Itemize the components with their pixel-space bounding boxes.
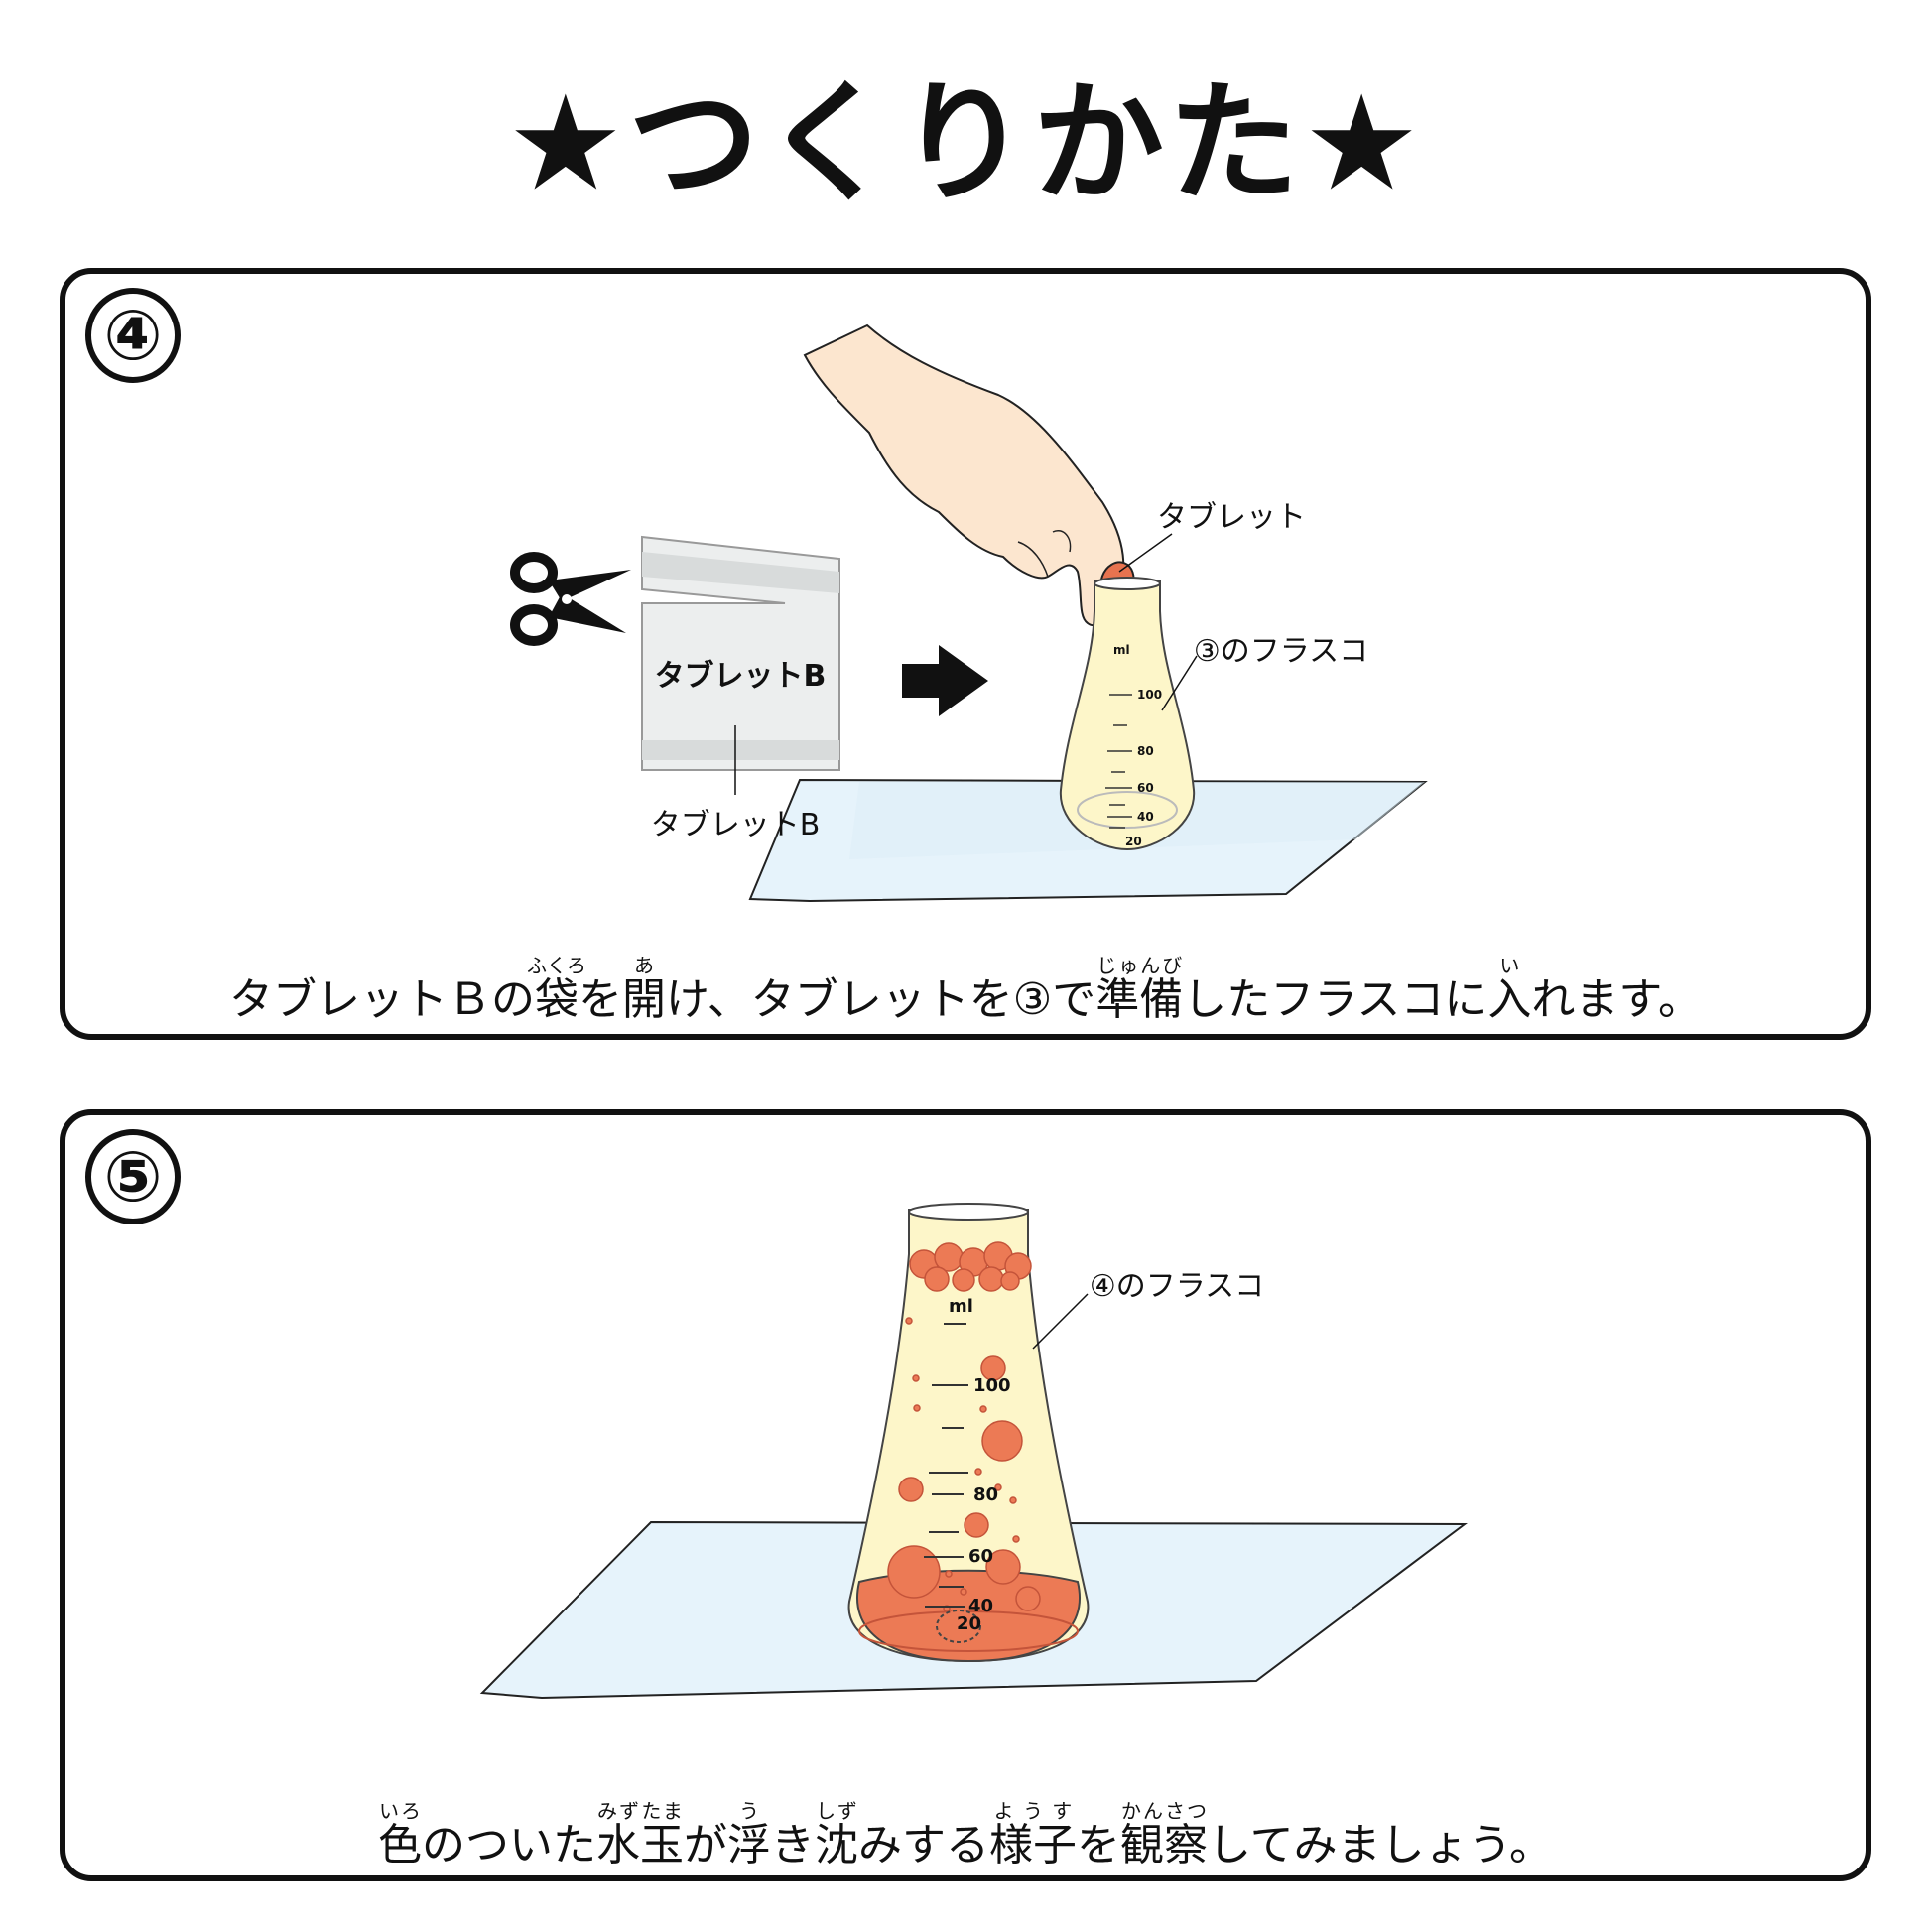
flask-tick: 80: [1137, 744, 1154, 758]
flask-callout: ③のフラスコ: [1194, 634, 1368, 669]
flask-tick: 60: [968, 1546, 993, 1567]
tablet-callout: タブレット: [1157, 500, 1306, 535]
step-4-illustration: タブレットB タブレットB タブレット ml 100 80: [510, 323, 1428, 903]
flask-tick: 80: [973, 1484, 998, 1505]
flask-callout: ④のフラスコ: [1090, 1269, 1264, 1304]
flask-tick: 20: [957, 1613, 981, 1634]
scissors-icon: [510, 552, 631, 646]
step-4-number: ④: [85, 288, 181, 383]
foam: [909, 1241, 1032, 1292]
flask-tick: 100: [1137, 688, 1162, 702]
bubbles: [887, 1317, 1041, 1612]
step-5-number: ⑤: [85, 1129, 181, 1224]
step-4-panel: ④ タブレットB タブレットB: [60, 268, 1871, 1040]
flask-tick: 100: [973, 1375, 1011, 1396]
page-title: ★つくりかた★: [506, 67, 1425, 220]
flask-tick: 40: [1137, 810, 1154, 824]
hand: [803, 323, 1125, 626]
flask-tick: 20: [1125, 835, 1142, 848]
step-5-caption: 色いろのついた水玉みずたまが浮うき沈しずみする様子ようすを観察かんさつしてみまし…: [377, 1799, 1554, 1870]
flask: ml 100 80 60 40 20: [847, 1203, 1090, 1663]
packet-callout: タブレットB: [651, 808, 821, 842]
tablet-packet: タブレットB: [641, 535, 840, 795]
step-4-caption: タブレットＢの袋ふくろを開あけ、タブレットを③で準備じゅんびしたフラスコに入いれ…: [229, 954, 1702, 1025]
step-5-illustration: ml 100 80 60 40 20 ④のフラスコ: [479, 1203, 1468, 1700]
flask-unit: ml: [1113, 643, 1130, 657]
flask-tick: 40: [968, 1596, 993, 1616]
packet-label: タブレットB: [655, 659, 827, 694]
flask-tick: 60: [1137, 781, 1154, 795]
flask: ml 100 80 60 40 20: [1059, 577, 1196, 851]
step-5-panel: ⑤: [60, 1109, 1871, 1881]
flask-unit: ml: [949, 1296, 973, 1317]
right-arrow-icon: [902, 645, 988, 716]
